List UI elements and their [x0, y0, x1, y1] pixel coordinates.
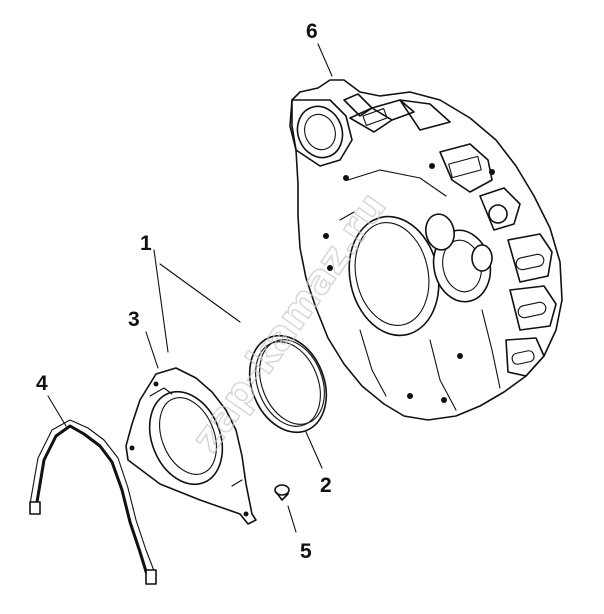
bolt — [274, 484, 290, 501]
callout-4: 4 — [36, 372, 48, 395]
leader-lines — [47, 43, 333, 533]
flywheel-housing — [289, 79, 563, 421]
callout-1: 1 — [140, 232, 152, 255]
callout-3: 3 — [128, 308, 140, 331]
callout-6: 6 — [306, 20, 318, 43]
seal-ring — [248, 334, 328, 434]
gasket — [29, 419, 157, 585]
callout-2: 2 — [320, 474, 332, 497]
callout-5: 5 — [300, 540, 312, 563]
seal-cover — [125, 367, 257, 525]
